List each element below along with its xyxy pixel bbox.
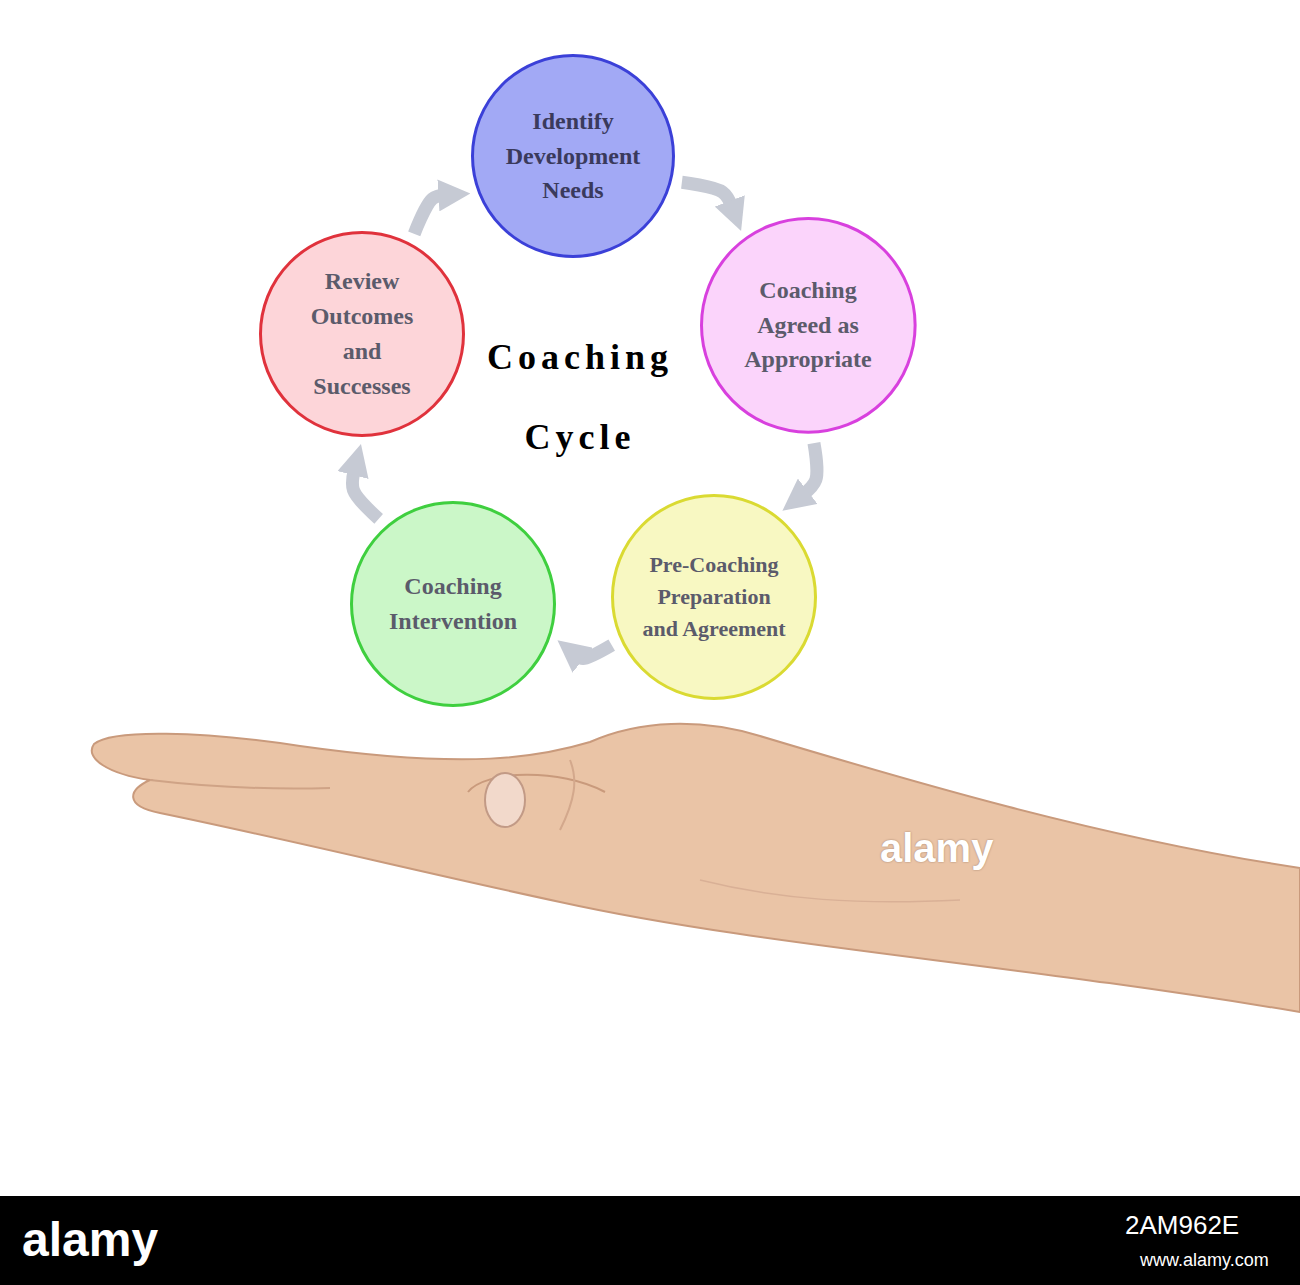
stock-url: www.alamy.com <box>1140 1250 1269 1271</box>
image-id: 2AM962E <box>1125 1210 1239 1241</box>
cycle-arrow <box>414 195 445 234</box>
diagram-title: Coaching Cycle <box>460 317 700 477</box>
stage-circle: Coaching Intervention <box>350 501 556 707</box>
stage-label: Coaching Intervention <box>367 569 539 639</box>
cycle-arrow <box>682 182 732 207</box>
stock-logo: alamy <box>22 1212 158 1267</box>
stage-label: Pre-Coaching Preparation and Agreement <box>639 549 789 645</box>
finger-crease <box>150 780 330 789</box>
circle-shape <box>701 218 915 432</box>
circle-shape <box>352 503 555 706</box>
thumb-nail <box>485 773 525 827</box>
stage-label: Identify Development Needs <box>493 104 653 208</box>
stage-circle: Review Outcomes and Successes <box>259 231 465 437</box>
cycle-arrow <box>803 443 817 495</box>
stock-bar <box>0 1196 1300 1285</box>
cycle-arrow <box>353 469 379 519</box>
circle-shape <box>613 496 816 699</box>
circle-text-block: Coaching Agreed as Appropriate <box>720 273 896 377</box>
palm-crease <box>700 880 960 902</box>
circle-outline <box>259 231 465 437</box>
palm-crease <box>560 760 574 830</box>
circle-text-block: Coaching Intervention <box>367 569 539 639</box>
stage-circle: Coaching Agreed as Appropriate <box>700 217 917 434</box>
cycle-arrow <box>578 645 612 658</box>
stage-label: Review Outcomes and Successes <box>295 264 429 403</box>
stage-label: Coaching Agreed as Appropriate <box>720 273 896 377</box>
watermark: alamy <box>880 826 993 871</box>
circle-text-block: Pre-Coaching Preparation and Agreement <box>639 549 789 645</box>
circle-text-block: Review Outcomes and Successes <box>295 264 429 403</box>
circle-outline <box>350 501 556 707</box>
stage-circle: Identify Development Needs <box>471 54 675 258</box>
circle-shape <box>261 233 464 436</box>
stage-circle: Pre-Coaching Preparation and Agreement <box>611 494 817 700</box>
circle-shape <box>473 56 674 257</box>
open-hand <box>92 724 1300 1012</box>
circle-text-block: Identify Development Needs <box>493 104 653 208</box>
